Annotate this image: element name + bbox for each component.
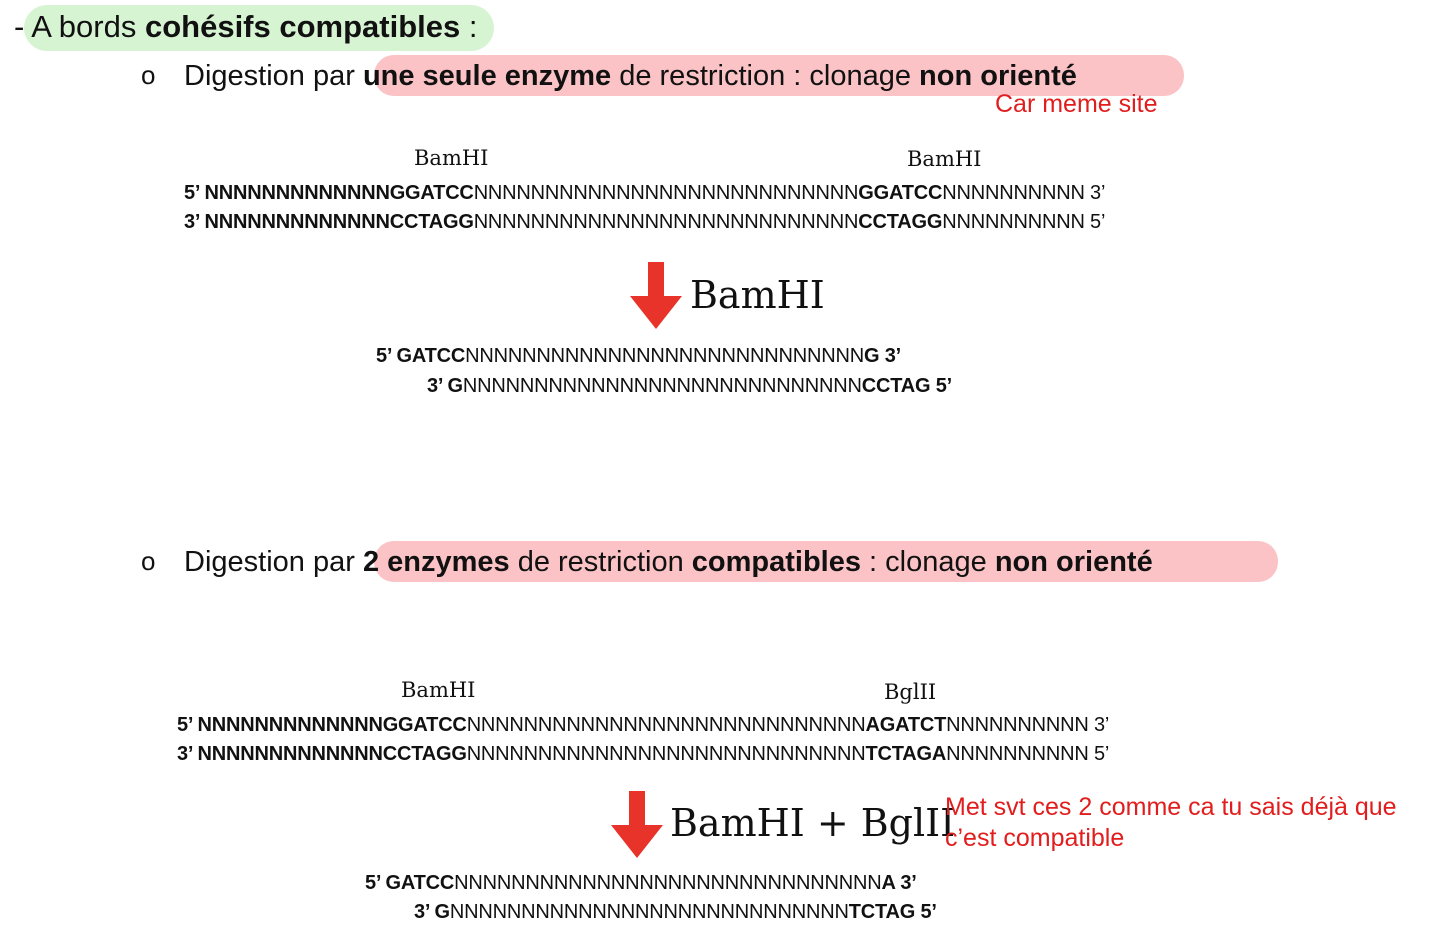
section1-down-arrow-icon bbox=[630, 262, 682, 329]
section1-title: Digestion par une seule enzyme de restri… bbox=[184, 60, 1077, 92]
section1-product-bottom: 3’ GNNNNNNNNNNNNNNNNNNNNNNNNNNNNCCTAG 5’ bbox=[427, 375, 952, 397]
section1-seq-top: 5’ NNNNNNNNNNNNNGGATCCNNNNNNNNNNNNNNNNNN… bbox=[184, 182, 1106, 204]
heading: - A bords cohésifs compatibles : bbox=[14, 9, 478, 44]
section2-note-line1: Met svt ces 2 comme ca tu sais déjà que bbox=[945, 793, 1397, 821]
section2-highlight bbox=[374, 541, 1278, 582]
section1-highlight bbox=[374, 55, 1184, 96]
section1-seq-bottom: 3’ NNNNNNNNNNNNNCCTAGGNNNNNNNNNNNNNNNNNN… bbox=[184, 211, 1106, 233]
section2-down-arrow-icon bbox=[611, 791, 663, 858]
section1-arrow-label: BamHI bbox=[690, 273, 825, 317]
section1-note: Car meme site bbox=[995, 90, 1158, 118]
section2-enzyme-left: BamHI bbox=[401, 678, 476, 702]
section1-bullet: o bbox=[141, 60, 156, 90]
section1-product-top: 5’ GATCCNNNNNNNNNNNNNNNNNNNNNNNNNNNNG 3’ bbox=[376, 345, 901, 367]
section1-enzyme-right: BamHI bbox=[907, 147, 982, 171]
section2-product-bottom: 3’ GNNNNNNNNNNNNNNNNNNNNNNNNNNNNTCTAG 5’ bbox=[414, 901, 937, 923]
heading-highlight bbox=[24, 5, 494, 51]
section1-enzyme-left: BamHI bbox=[414, 146, 489, 170]
section2-note-line2: c’est compatible bbox=[945, 824, 1125, 852]
section2-bullet: o bbox=[141, 546, 156, 576]
section2-title: Digestion par 2 enzymes de restriction c… bbox=[184, 546, 1153, 578]
section2-product-top: 5’ GATCCNNNNNNNNNNNNNNNNNNNNNNNNNNNNNNA … bbox=[365, 872, 917, 894]
section2-seq-bottom: 3’ NNNNNNNNNNNNNCCTAGGNNNNNNNNNNNNNNNNNN… bbox=[177, 743, 1110, 765]
section2-seq-top: 5’ NNNNNNNNNNNNNGGATCCNNNNNNNNNNNNNNNNNN… bbox=[177, 714, 1110, 736]
section2-enzyme-right: BglII bbox=[884, 680, 937, 704]
section2-arrow-label: BamHI + BglII bbox=[670, 801, 956, 845]
